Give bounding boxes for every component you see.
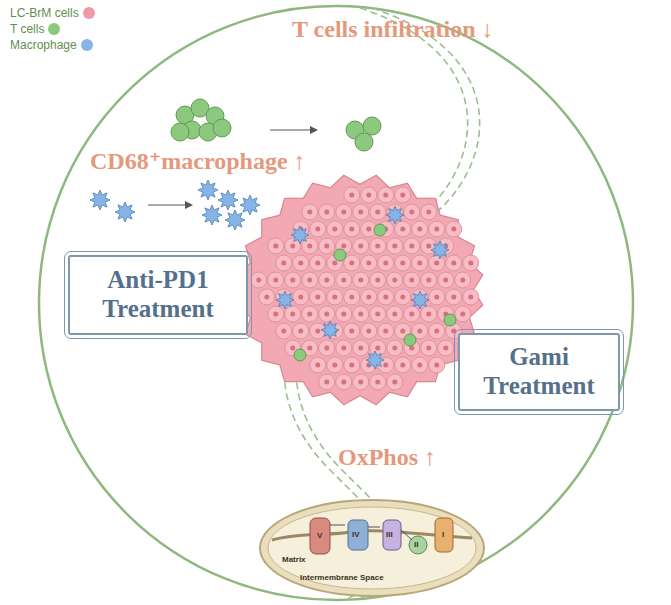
- box-text: Anti-PD1 Treatment: [70, 266, 246, 324]
- complex-number: II: [414, 541, 418, 550]
- legend-swatch: [83, 7, 95, 19]
- treatment-box: Anti-PD1 Treatment: [68, 255, 248, 335]
- change-label: CD68⁺macrophage ↑: [90, 148, 306, 174]
- tumor-mass: [237, 175, 483, 404]
- complex-number: I: [442, 531, 444, 540]
- arrowhead: [310, 126, 318, 134]
- complex-number: V: [317, 532, 322, 541]
- change-arrow: [270, 129, 310, 130]
- part-name: Matrix: [282, 556, 306, 565]
- part-name: Intermembrane Space: [300, 574, 384, 583]
- macrophage-stars: [90, 180, 260, 230]
- legend-text: Macrophage: [10, 38, 77, 52]
- arrowhead: [185, 201, 193, 209]
- change-arrow: [148, 204, 185, 205]
- legend-entry: T cells: [10, 22, 60, 36]
- change-label: OxPhos ↑: [338, 444, 436, 470]
- legend-swatch: [81, 39, 93, 51]
- legend-entry: Macrophage: [10, 38, 93, 52]
- legend-text: LC-BrM cells: [10, 6, 79, 20]
- legend-swatch: [48, 23, 60, 35]
- legend-entry: LC-BrM cells: [10, 6, 95, 20]
- outer-circle: [39, 6, 633, 600]
- complex-number: III: [386, 531, 393, 540]
- complex-number: IV: [352, 531, 360, 540]
- box-text: Gami Treatment: [460, 343, 618, 401]
- treatment-box: Gami Treatment: [458, 333, 620, 411]
- change-label: T cells infiltration ↓: [292, 16, 494, 42]
- legend-text: T cells: [10, 22, 44, 36]
- t-cell-clusters: [171, 99, 381, 151]
- mitochondrion: [260, 500, 484, 596]
